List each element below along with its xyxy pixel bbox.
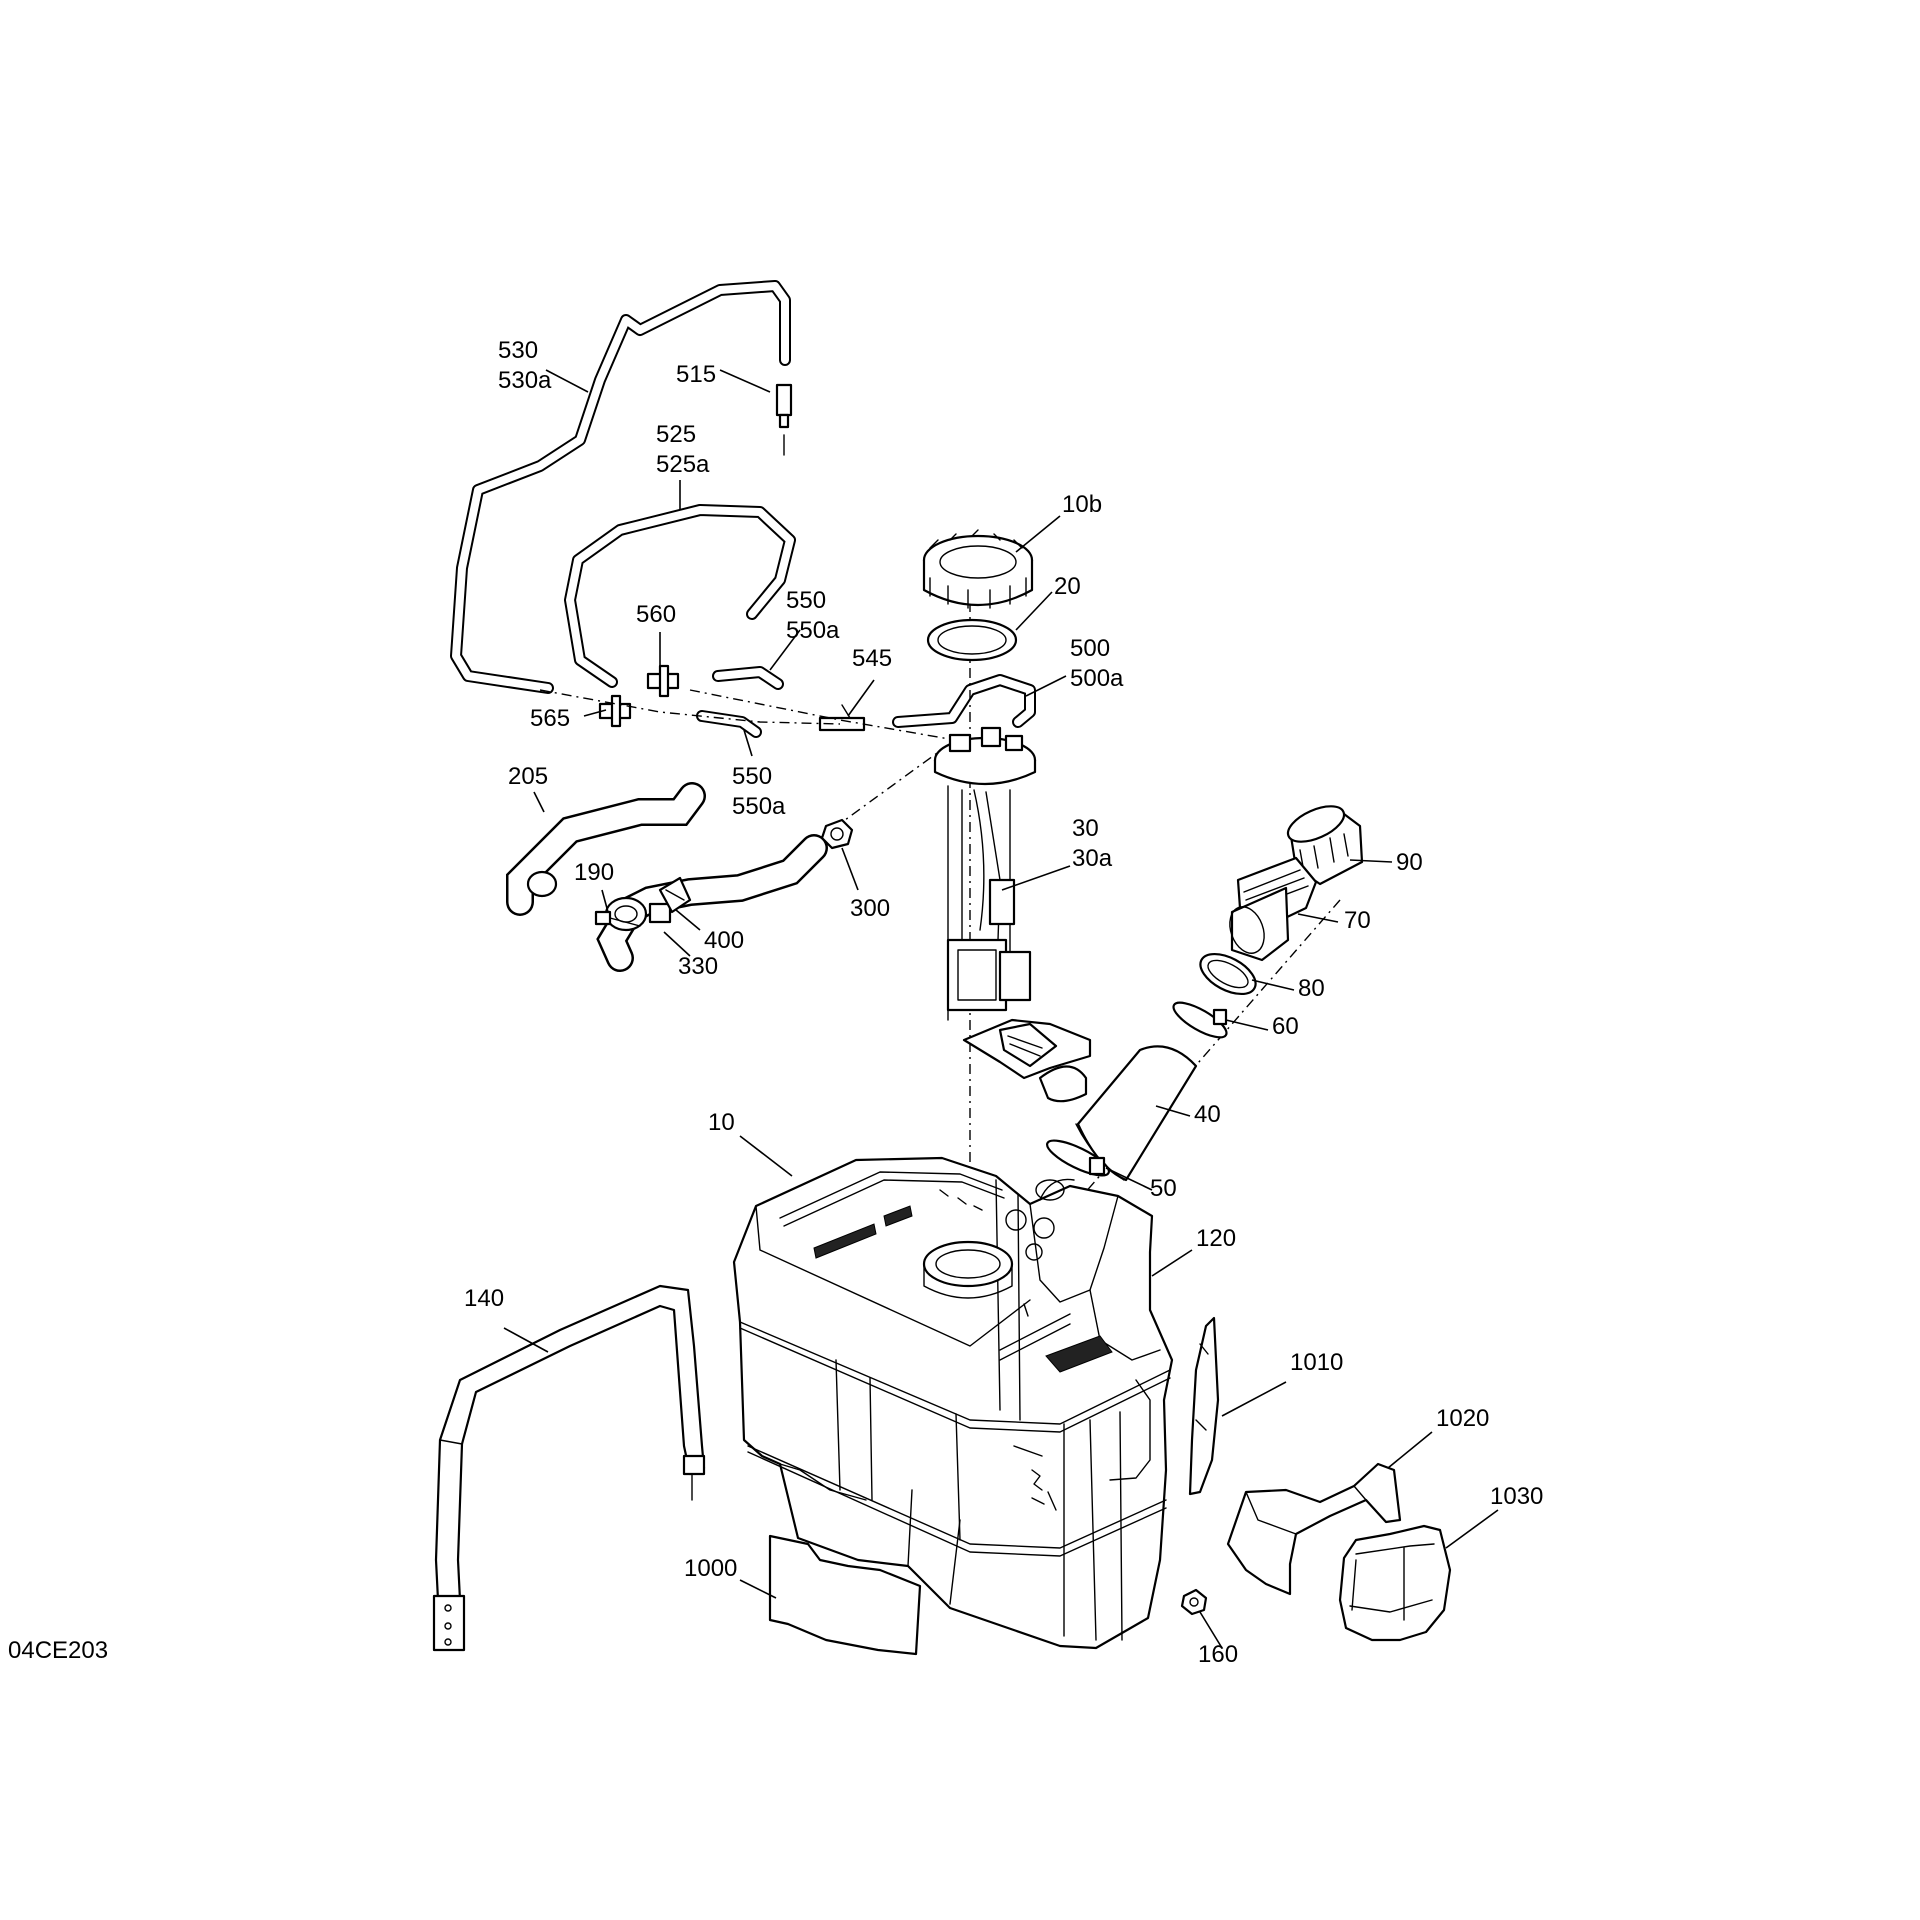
callout-565: 565 — [530, 705, 570, 732]
callout-60: 60 — [1272, 1013, 1299, 1040]
assembly-axis-vent — [539, 689, 841, 725]
assembly-axis-300 — [833, 739, 956, 829]
callout-300: 300 — [850, 895, 890, 922]
nut-300 — [820, 818, 854, 850]
fuel-cap-90 — [1286, 805, 1364, 886]
callout-190: 190 — [574, 859, 614, 886]
filler-neck-70 — [1229, 856, 1318, 962]
short-hose-550-top — [712, 666, 784, 690]
callout-1030: 1030 — [1490, 1483, 1543, 1510]
drawing-code: 04CE203 — [8, 1637, 108, 1664]
vent-hose-530 — [450, 280, 791, 694]
callout-1010: 1010 — [1290, 1349, 1343, 1376]
assembly-axis-filler — [1069, 899, 1341, 1211]
ring-80 — [1199, 952, 1257, 996]
leader-lines — [503, 369, 1499, 1649]
guard-1020 — [1226, 1462, 1402, 1596]
nut-160 — [1180, 1588, 1208, 1616]
guard-1030 — [1338, 1524, 1452, 1642]
fitting-515 — [775, 383, 793, 456]
shield-1000 — [768, 1534, 922, 1656]
strap-140 — [432, 1284, 706, 1652]
callout-140: 140 — [464, 1285, 504, 1312]
callout-80: 80 — [1298, 975, 1325, 1002]
callout-160: 160 — [1198, 1641, 1238, 1668]
callout-120: 120 — [1196, 1225, 1236, 1252]
callout-330: 330 — [678, 953, 718, 980]
bolt-190 — [594, 910, 641, 927]
callout-70: 70 — [1344, 907, 1371, 934]
callout-205: 205 — [508, 763, 548, 790]
check-valve-560 — [646, 664, 680, 698]
callout-50: 50 — [1150, 1175, 1177, 1202]
callout-1020: 1020 — [1436, 1405, 1489, 1432]
callout-90: 90 — [1396, 849, 1423, 876]
callout-560: 560 — [636, 601, 676, 628]
check-valve-565 — [598, 694, 632, 728]
callout-545: 545 — [852, 645, 892, 672]
callout-1000: 1000 — [684, 1555, 737, 1582]
fuel-tank-10 — [732, 1156, 1174, 1650]
hose-500 — [892, 674, 1036, 728]
callout-10b: 10b — [1062, 491, 1102, 518]
fuel-pump-module-30 — [933, 726, 1092, 1103]
hose-205 — [506, 782, 706, 916]
shield-1010 — [1188, 1316, 1220, 1496]
locking-ring-10b — [922, 529, 1034, 609]
bracket-400-detail — [658, 876, 692, 914]
callout-20: 20 — [1054, 573, 1081, 600]
filler-hose-40 — [1075, 1045, 1198, 1182]
clamp-50 — [1046, 1139, 1110, 1177]
callout-10: 10 — [708, 1109, 735, 1136]
callout-40: 40 — [1194, 1101, 1221, 1128]
callout-515: 515 — [676, 361, 716, 388]
callout-400: 400 — [704, 927, 744, 954]
seal-20 — [926, 618, 1018, 662]
assembly-axis-fittings — [689, 689, 956, 741]
clamp-60 — [1172, 1001, 1228, 1039]
vent-hose-525 — [564, 504, 796, 688]
